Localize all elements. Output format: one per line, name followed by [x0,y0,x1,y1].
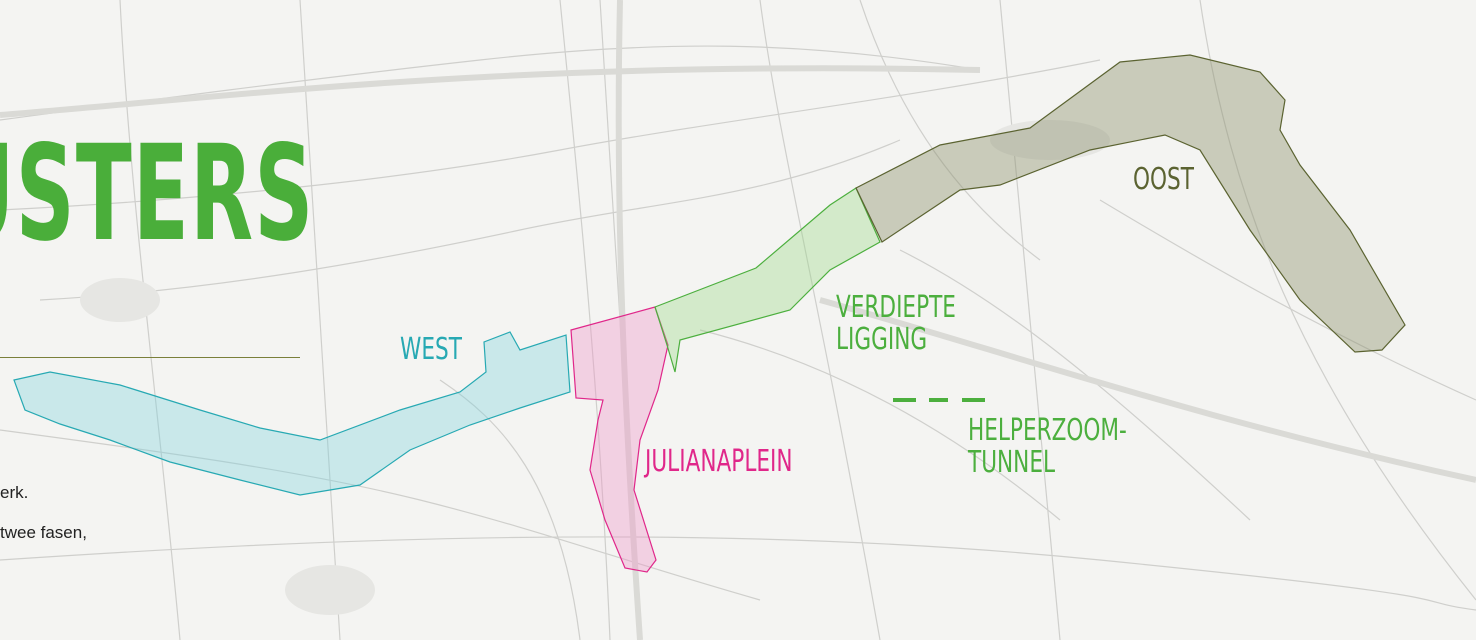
map-water [80,120,1110,615]
label-west: WEST [400,332,462,367]
label-tunnel: TUNNEL [968,445,1056,480]
label-verdiepte: VERDIEPTE [836,290,956,325]
label-ligging: LIGGING [836,322,928,357]
label-oost: OOST [1133,162,1194,197]
label-helperzoom: HELPERZOOM- [968,413,1127,448]
cluster-oost-area[interactable] [855,54,1406,353]
label-julianaplein: JULIANAPLEIN [645,444,793,479]
cluster-west-area[interactable] [13,331,571,496]
title-divider [0,357,300,358]
cluster-verdiepte-ligging-area[interactable] [654,187,881,373]
body-text-line: twee fasen, [0,523,87,542]
page-title: USTERS [0,117,315,271]
cluster-julianaplein-area[interactable] [570,306,669,573]
body-text-line: erk. [0,483,29,502]
